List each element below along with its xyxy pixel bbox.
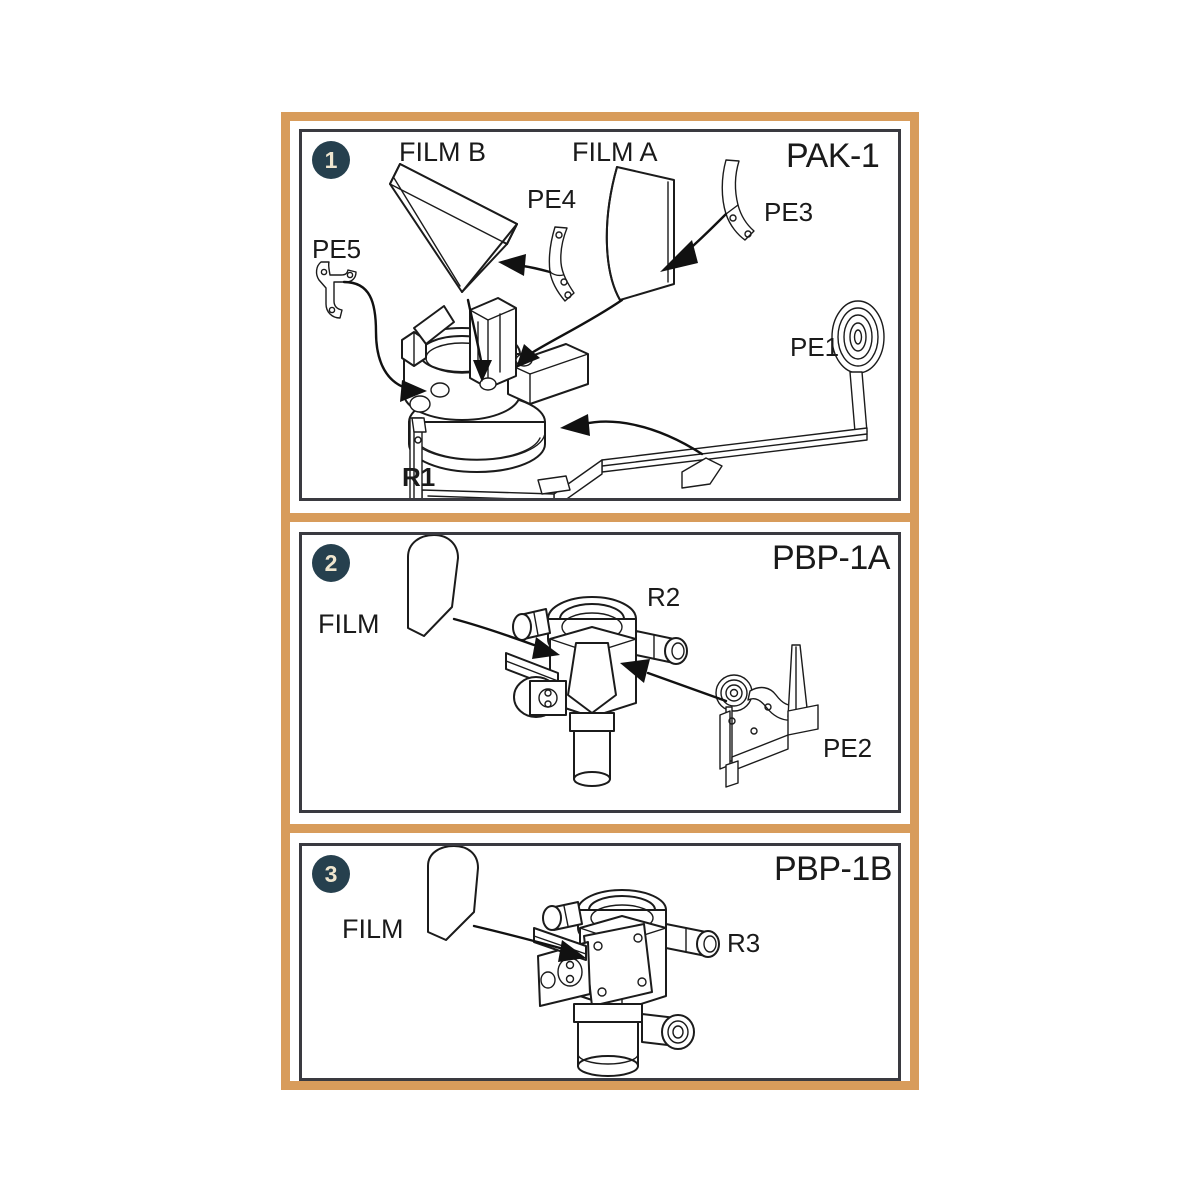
assembly-panel-3: 3 PBP-1B FILM R3	[299, 843, 901, 1081]
label-pe3: PE3	[764, 197, 814, 227]
leader-pe1	[582, 420, 704, 456]
panel-divider-1	[290, 513, 910, 522]
label-pe1: PE1	[790, 332, 840, 362]
film-b-part	[389, 163, 518, 293]
leader-film-a	[528, 298, 624, 356]
kit-code-pak-1: PAK-1	[786, 137, 880, 175]
pe1-part	[409, 300, 885, 498]
panel-divider-2	[290, 824, 910, 833]
step-badge-2: 2	[312, 544, 350, 582]
step-badge-3: 3	[312, 855, 350, 893]
panel-1-artwork	[315, 159, 885, 498]
r2-part	[505, 596, 688, 787]
label-r3: R3	[727, 928, 761, 958]
step-badge-1: 1	[312, 141, 350, 179]
panel-3-artwork	[427, 846, 720, 1077]
label-film-3: FILM	[342, 914, 404, 944]
pe4-part	[548, 226, 575, 302]
leader-film-3	[472, 924, 562, 950]
label-pe5: PE5	[312, 234, 362, 264]
film-part-3	[427, 846, 479, 941]
leader-pe2	[646, 671, 728, 703]
pe3-part	[721, 159, 755, 241]
leader-film-2	[452, 617, 536, 647]
assembly-panel-1: 1 PAK-1 FILM B FILM A PE4 PE3 PE5 PE1 R1	[299, 129, 901, 501]
label-pe4: PE4	[527, 184, 577, 214]
leader-pe4	[521, 264, 552, 274]
leader-pe5	[342, 280, 408, 390]
panel-2-artwork	[407, 535, 819, 788]
label-r1: R1	[402, 462, 436, 492]
label-film-a: FILM A	[572, 137, 658, 167]
kit-code-pbp-1a: PBP-1A	[772, 539, 890, 577]
r3-part	[533, 889, 720, 1077]
film-a-part	[605, 166, 675, 301]
kit-code-pbp-1b: PBP-1B	[774, 850, 892, 888]
r1-part	[401, 297, 589, 473]
pe5-part	[315, 261, 357, 319]
pe2-part	[715, 644, 819, 788]
assembly-panel-2: 2 PBP-1A FILM R2 PE2	[299, 532, 901, 813]
label-pe2: PE2	[823, 733, 873, 763]
label-film-b: FILM B	[399, 137, 487, 167]
film-part-2	[407, 535, 459, 637]
label-r2: R2	[647, 582, 681, 612]
label-film-2: FILM	[318, 609, 380, 639]
